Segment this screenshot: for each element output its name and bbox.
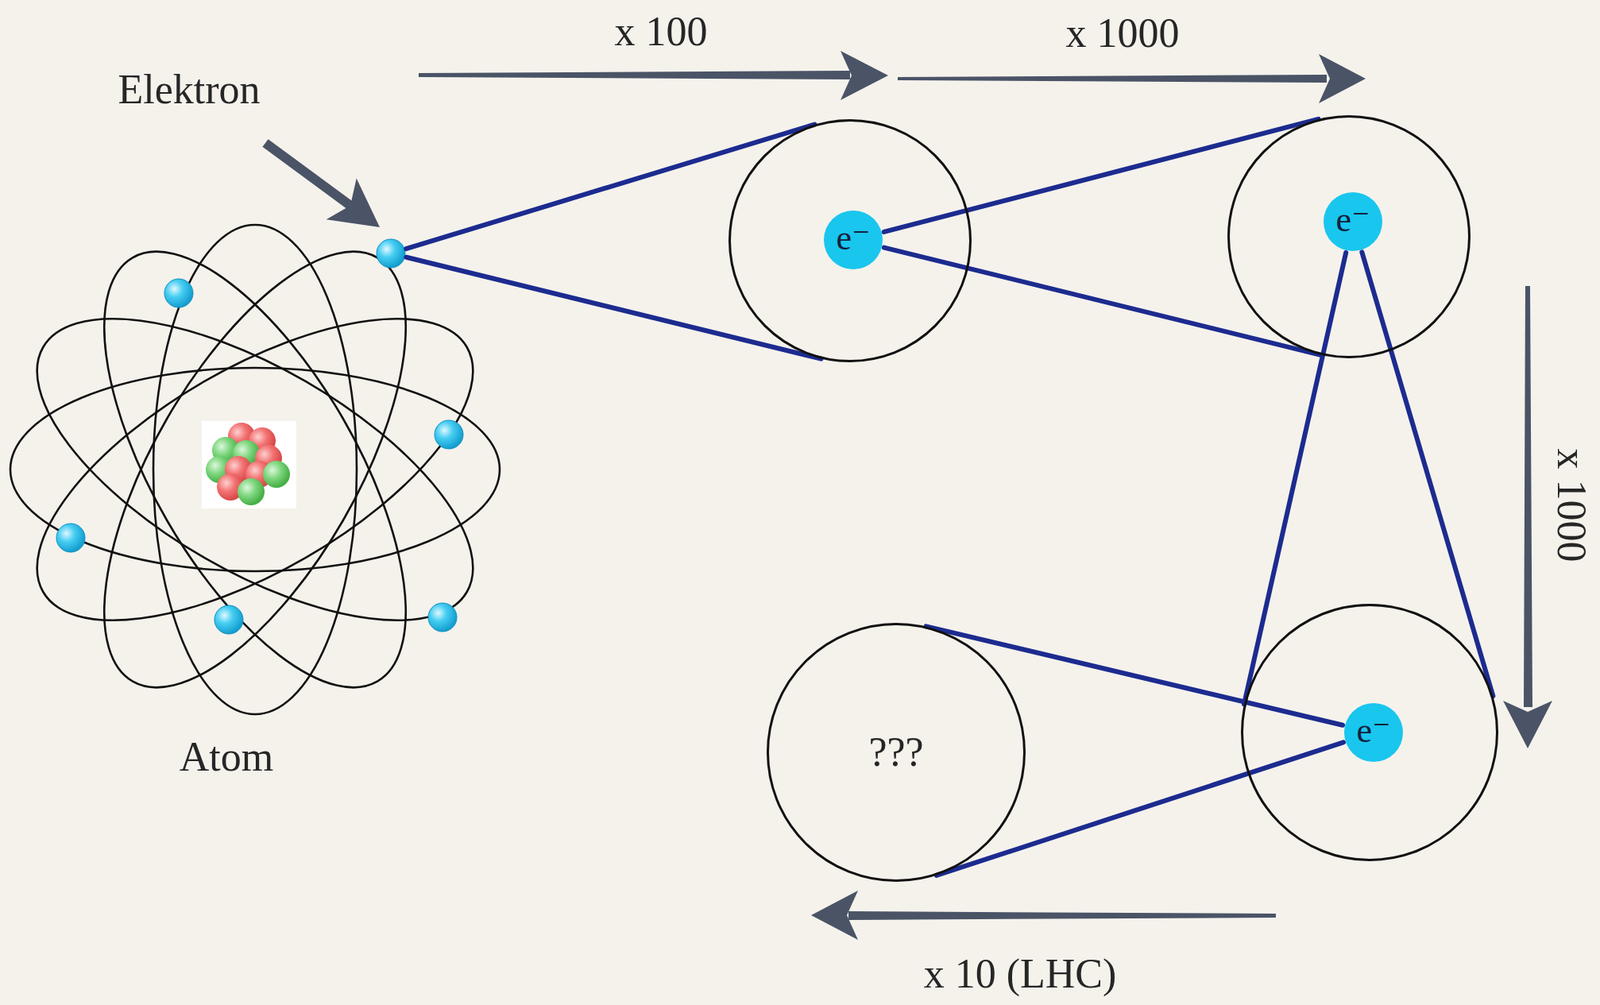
zoom-lines [884,119,1321,356]
scale-arrow-shaft [897,74,1327,83]
unknown-mark: ??? [868,728,924,777]
nucleus-ground [201,421,297,509]
scale-factor: x 1000 [1066,9,1180,58]
arrow-group [262,50,1553,940]
callout-word: Elektron [117,65,260,114]
nucleus [205,422,290,506]
zoom-circle: e⁻ [1240,603,1499,862]
electron [376,239,406,268]
label-anchor: x 1000 [1066,9,1180,58]
neutron [237,478,265,506]
label-anchor: x 10 (LHC) [923,950,1117,998]
orbit [44,206,466,732]
mystery-circle: ??? [766,622,1026,882]
orbit [0,258,518,681]
electron [164,278,194,308]
zoom-circle: e⁻ [1227,115,1471,359]
electron [428,602,457,632]
zoom-circle: e⁻ [728,119,972,363]
pointer-head [326,178,380,228]
orbit-group [0,206,518,732]
figure-caption: Atom [179,733,274,781]
orbit [44,206,466,732]
label-anchor: x 1000 [1547,448,1596,562]
scale-arrow-shaft [1523,285,1533,708]
zoom-lines [405,124,821,360]
pointer-shaft [262,139,353,209]
orbit [10,367,500,572]
zoom-lines [1244,251,1493,704]
scale-arrow-shaft [848,911,1276,920]
zoom-lines [926,626,1344,876]
electron [434,420,464,449]
orbit [153,224,357,715]
electron-group [56,239,464,634]
scale-factor: x 1000 [1547,448,1596,562]
neutron [262,460,290,488]
scale-arrow-shaft [418,70,851,80]
orbit [0,258,518,681]
scale-arrow-head [840,50,889,101]
scale-arrow-head [1503,700,1553,749]
electron-symbol: e⁻ [1323,192,1383,252]
label-anchor: Elektron [117,65,260,114]
electron-symbol: e⁻ [823,210,883,270]
scale-factor: x 100 [614,7,708,56]
label-anchor: x 100 [614,7,708,56]
scale-arrow-head [811,890,858,940]
atom-figure: Atom [10,224,500,781]
scale-arrow-head [1318,54,1366,104]
electron [214,605,244,634]
electron [56,523,86,553]
electron-symbol: e⁻ [1344,703,1403,762]
scale-factor: x 10 (LHC) [923,950,1117,998]
